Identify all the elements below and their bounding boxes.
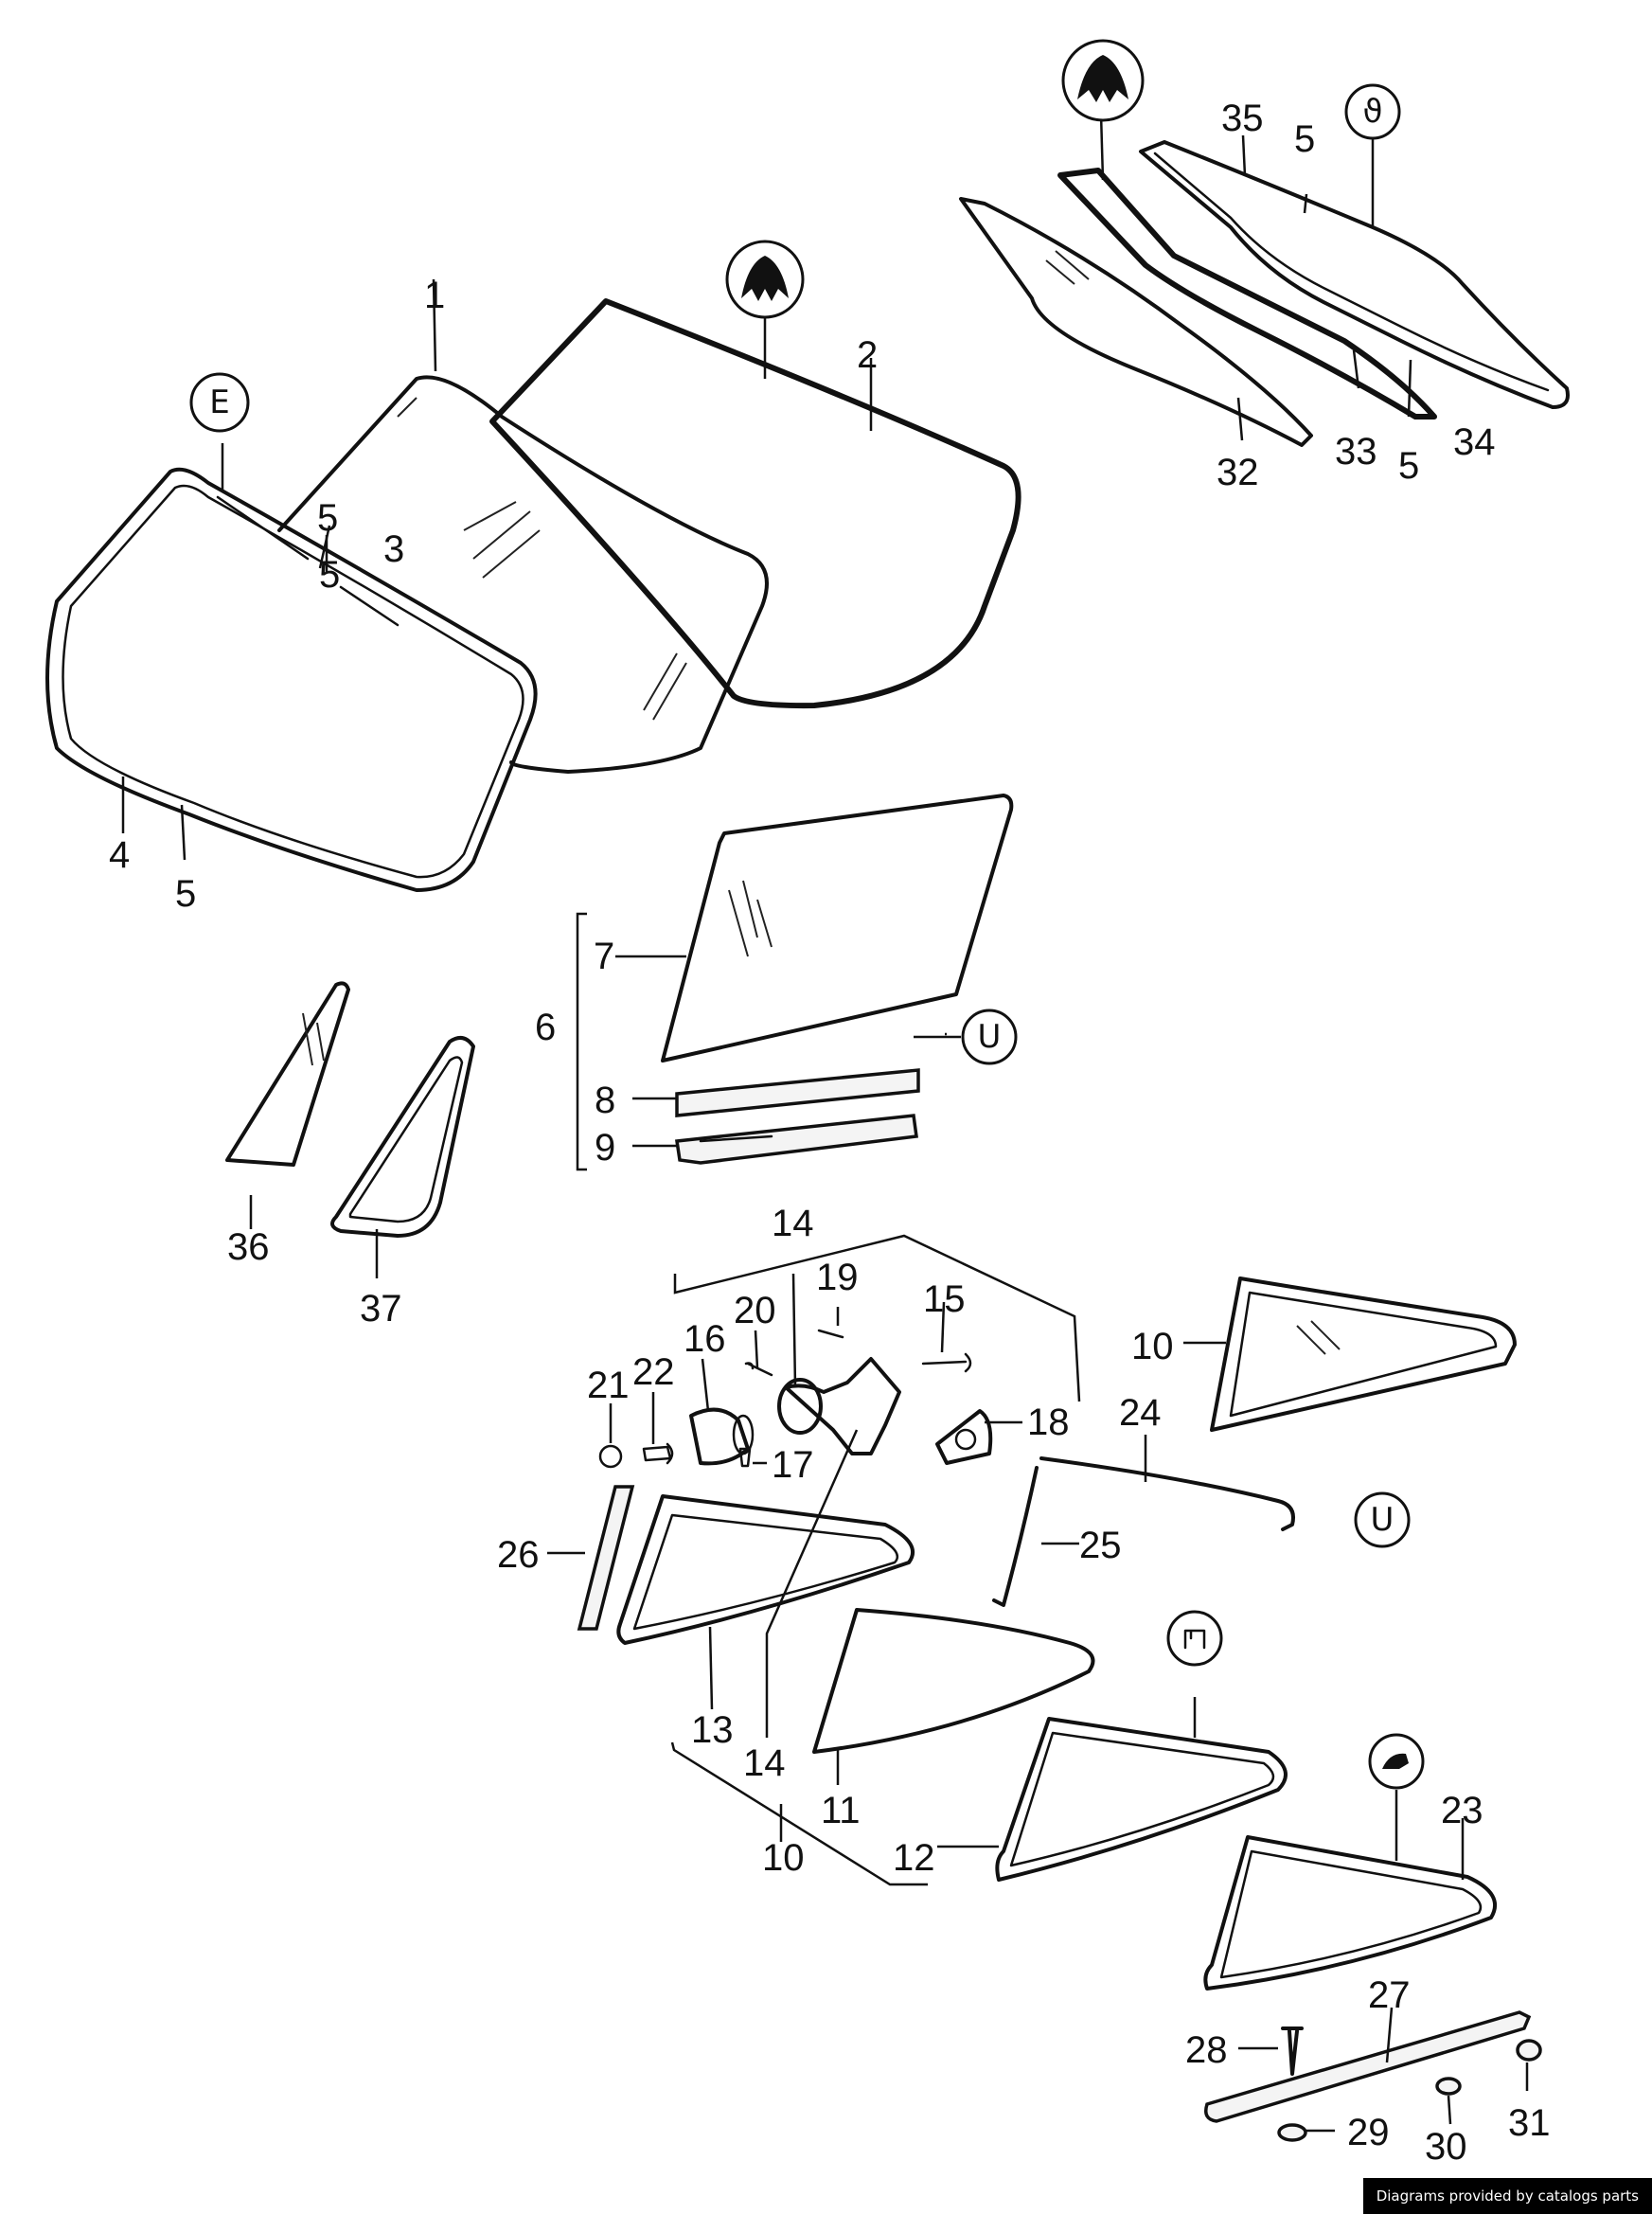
callout-11: 11 [821,1790,861,1831]
badge-u-door: U [961,1009,1018,1065]
windshield-trim-3[interactable] [216,495,400,627]
svg-text:E: E [209,384,229,421]
callout-17: 17 [772,1444,814,1486]
callout-31: 31 [1508,2102,1551,2144]
callout-20: 20 [734,1290,776,1331]
callout-12: 12 [893,1837,935,1879]
windshield-seal-4[interactable] [45,467,538,892]
latch-14[interactable] [777,1357,901,1455]
callout-10-a: 10 [1131,1326,1174,1367]
callout-5-a: 5 [317,497,338,539]
badge-seal-icon-rear [1061,39,1145,122]
quarter-seal-24[interactable] [1039,1456,1295,1531]
door-channel-9[interactable] [674,1114,918,1165]
pin-17[interactable] [738,1447,752,1468]
callout-14-a: 14 [772,1203,814,1244]
callout-37: 37 [360,1288,402,1330]
callout-36: 36 [227,1226,270,1268]
badge-u-quarter: U [1354,1491,1411,1548]
callout-9: 9 [595,1127,615,1169]
quarter-seal-12[interactable] [995,1717,1288,1882]
callout-10-b: 10 [762,1837,805,1879]
callout-18: 18 [1027,1402,1070,1443]
callout-27: 27 [1368,1974,1411,2016]
callout-30: 30 [1425,2126,1467,2168]
callout-33: 33 [1335,431,1377,473]
credit-footer: Diagrams provided by catalogs parts [1362,2178,1652,2214]
badge-seal-icon-windshield [725,240,805,319]
callout-14-b: 14 [743,1742,786,1784]
door-channel-8[interactable] [675,1068,920,1117]
fastener-22[interactable] [642,1442,674,1465]
screw-20[interactable] [744,1362,773,1377]
callout-23: 23 [1441,1790,1483,1831]
callout-24: 24 [1119,1392,1162,1434]
callout-34: 34 [1453,421,1496,463]
rear-glass-32[interactable] [959,197,1313,447]
badge-theta-rear: ϑ [1344,83,1401,140]
callout-16: 16 [684,1318,726,1360]
quarter-seal-13[interactable] [616,1494,915,1645]
leader-lines [121,113,1529,2133]
screw-15[interactable] [921,1352,972,1373]
vent-seal-37[interactable] [330,1036,475,1238]
callout-7: 7 [594,936,614,977]
escutcheon-18[interactable] [935,1409,993,1465]
svg-text:U: U [1371,1501,1394,1539]
callout-15: 15 [923,1278,966,1320]
seal-26[interactable] [577,1485,635,1631]
callout-1: 1 [424,275,445,316]
quarter-seal-23[interactable] [1203,1835,1497,1991]
callout-13: 13 [691,1709,734,1751]
callout-2: 2 [857,334,878,376]
grommet-29[interactable] [1277,2123,1307,2142]
callout-19: 19 [816,1257,859,1298]
callout-22: 22 [632,1351,675,1393]
vent-glass-36[interactable] [225,981,350,1167]
callout-29: 29 [1347,2112,1390,2153]
drip-rail-27[interactable] [1204,2010,1532,2123]
quarter-glass-10-right[interactable] [1210,1277,1517,1432]
callout-28: 28 [1185,2029,1228,2071]
callout-26: 26 [497,1534,540,1576]
callout-6: 6 [535,1007,556,1048]
callout-8: 8 [595,1080,615,1121]
fastener-21[interactable] [598,1444,623,1469]
callout-5-e: 5 [319,554,340,596]
badge-square-icon [1166,1610,1223,1667]
callout-5-c: 5 [1398,445,1419,487]
screw-28[interactable] [1281,2027,1304,2076]
callout-35: 35 [1221,98,1264,139]
svg-text:U: U [978,1018,1002,1056]
knob-16[interactable] [689,1407,755,1466]
quarter-seal-25[interactable] [992,1466,1039,1607]
rear-trim-34[interactable] [1139,140,1570,409]
callout-5-d: 5 [1294,118,1315,160]
callout-3: 3 [383,528,404,570]
windshield-glass-1[interactable] [277,375,769,774]
door-glass-7[interactable] [661,794,1014,1062]
svg-text:ϑ: ϑ [1362,93,1382,131]
callout-21: 21 [587,1365,630,1406]
callout-25: 25 [1079,1525,1122,1566]
grommet-30[interactable] [1435,2077,1462,2096]
rear-seal-33[interactable] [1057,168,1437,420]
windshield-glass-2[interactable] [489,298,1021,709]
callout-4: 4 [109,834,130,876]
quarter-glass-11[interactable] [812,1608,1095,1754]
callout-32: 32 [1217,452,1259,493]
badge-hand-icon [1368,1733,1425,1790]
callout-labels: 1 2 3 4 5 5 5 6 7 8 9 10 10 11 12 13 14 … [109,98,1551,2168]
badge-e-windshield: E [189,372,250,433]
callout-5-b: 5 [175,873,196,915]
screw-19[interactable] [817,1329,844,1339]
grommet-31[interactable] [1516,2039,1542,2062]
